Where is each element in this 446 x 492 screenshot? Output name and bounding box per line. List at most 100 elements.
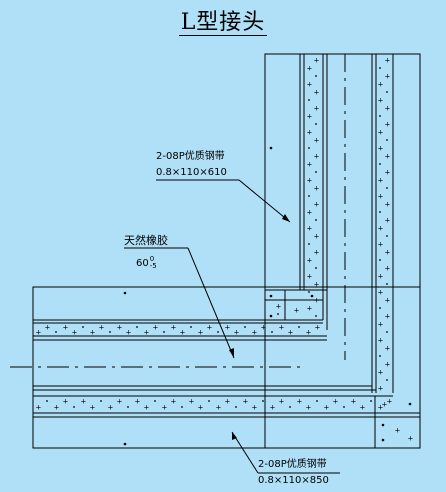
filler-cross-mark: + — [198, 404, 204, 412]
filler-dot-mark — [386, 91, 388, 93]
filler-cross-mark: + — [72, 329, 78, 337]
filler-cross-mark: + — [261, 324, 267, 332]
filler-dot-mark — [386, 331, 388, 333]
filler-cross-mark: + — [307, 129, 313, 137]
filler-dot-mark — [109, 331, 111, 333]
filler-cross-mark: + — [378, 273, 384, 281]
filler-cross-mark: + — [270, 404, 276, 412]
filler-cross-mark: + — [378, 129, 384, 137]
filler-cross-mark: + — [63, 398, 69, 406]
strip-lower-grade-label: 2-08P优质钢带 — [258, 459, 327, 470]
filler-dot-mark — [82, 326, 84, 328]
filler-cross-mark: + — [387, 398, 393, 406]
filler-cross-mark: + — [314, 153, 320, 161]
filler-dot-mark — [315, 123, 317, 125]
filler-cross-mark: + — [36, 329, 42, 337]
filler-dot-mark — [315, 315, 317, 317]
filler-cross-mark: + — [306, 329, 312, 337]
filler-cross-mark: + — [162, 404, 168, 412]
filler-cross-mark: + — [276, 303, 282, 311]
filler-cross-mark: + — [307, 305, 313, 313]
filler-dot-mark — [308, 291, 310, 293]
filler-dot-mark — [370, 400, 372, 402]
filler-dot-mark — [315, 267, 317, 269]
filler-cross-mark: + — [252, 404, 258, 412]
filler-cross-mark: + — [314, 281, 320, 289]
filler-cross-mark: + — [360, 404, 366, 412]
filler-dot-mark — [379, 307, 381, 309]
filler-cross-mark: + — [216, 404, 222, 412]
filler-cross-mark: + — [378, 177, 384, 185]
filler-dot-mark — [154, 400, 156, 402]
filler-cross-mark: + — [126, 329, 132, 337]
filler-cross-mark: + — [307, 161, 313, 169]
filler-cross-mark: + — [297, 398, 303, 406]
filler-dot-mark — [217, 331, 219, 333]
filler-cross-mark: + — [385, 153, 391, 161]
strip-upper-size-label: 0.8×110×610 — [156, 167, 227, 178]
filler-cross-mark: + — [307, 177, 313, 185]
filler-dot-mark — [379, 163, 381, 165]
diagram-title: L型接头 — [0, 4, 446, 36]
filler-cross-mark: + — [144, 329, 150, 337]
rubber-spec-tol-bottom: -5 — [149, 262, 157, 270]
filler-cross-mark: + — [314, 249, 320, 257]
horizontal-arm-outline — [32, 286, 421, 449]
filler-cross-mark: + — [171, 398, 177, 406]
filler-dot-mark — [163, 331, 165, 333]
filler-cross-mark: + — [378, 289, 384, 297]
filler-dot-mark — [46, 400, 48, 402]
filler-dot-mark — [379, 259, 381, 261]
filler-dot-mark — [73, 406, 75, 408]
filler-cross-mark: + — [351, 398, 357, 406]
horizontal-strip-filler-top: ++++++++++++++++++++++ — [36, 324, 321, 337]
filler-cross-mark: + — [315, 324, 321, 332]
filler-cross-mark: + — [314, 57, 320, 65]
filler-dot-mark — [308, 99, 310, 101]
filler-dot-mark — [379, 211, 381, 213]
filler-cross-mark: + — [314, 105, 320, 113]
filler-dot-mark — [316, 400, 318, 402]
filler-cross-mark: + — [314, 297, 320, 305]
vertical-strip-filler-left: ++++++++++++++++++++++++ — [276, 57, 320, 317]
filler-dot-mark — [235, 406, 237, 408]
filler-cross-mark: + — [314, 185, 320, 193]
filler-dot-mark — [343, 406, 345, 408]
filler-cross-mark: + — [385, 217, 391, 225]
filler-cross-mark: + — [324, 404, 330, 412]
diagram-title-text: L型接头 — [178, 10, 268, 36]
rubber-spec-base: 60 — [136, 258, 149, 269]
filler-cross-mark: + — [225, 324, 231, 332]
filler-cross-mark: + — [117, 398, 123, 406]
filler-dot-mark — [190, 326, 192, 328]
filler-dot-mark — [315, 219, 317, 221]
filler-cross-mark: + — [45, 324, 51, 332]
filler-cross-mark: + — [171, 324, 177, 332]
filler-cross-mark: + — [189, 398, 195, 406]
filler-cross-mark: + — [307, 257, 313, 265]
filler-cross-mark: + — [288, 329, 294, 337]
filler-cross-mark: + — [378, 385, 384, 393]
filler-dot-mark — [379, 67, 381, 69]
filler-cross-mark: + — [314, 233, 320, 241]
filler-cross-mark: + — [307, 273, 313, 281]
filler-dot-mark — [315, 171, 317, 173]
filler-cross-mark: + — [408, 435, 414, 443]
filler-cross-mark: + — [225, 398, 231, 406]
rubber-name-label: 天然橡胶 — [124, 234, 168, 247]
filler-dot-mark — [386, 187, 388, 189]
filler-dot-mark — [386, 139, 388, 141]
filler-cross-mark: + — [385, 201, 391, 209]
filler-cross-mark: + — [385, 169, 391, 177]
filler-cross-mark: + — [294, 307, 300, 315]
vertical-strip-filler-right: +++++++++++++++++++++++++++++++ — [378, 57, 414, 443]
filler-cross-mark: + — [252, 329, 258, 337]
rubber-spec-tol-top: 0 — [149, 255, 155, 263]
filler-cross-mark: + — [378, 97, 384, 105]
filler-cross-mark: + — [243, 398, 249, 406]
filler-cross-mark: + — [135, 398, 141, 406]
filler-cross-mark: + — [378, 369, 384, 377]
filler-cross-mark: + — [90, 404, 96, 412]
filler-dot-mark — [308, 195, 310, 197]
